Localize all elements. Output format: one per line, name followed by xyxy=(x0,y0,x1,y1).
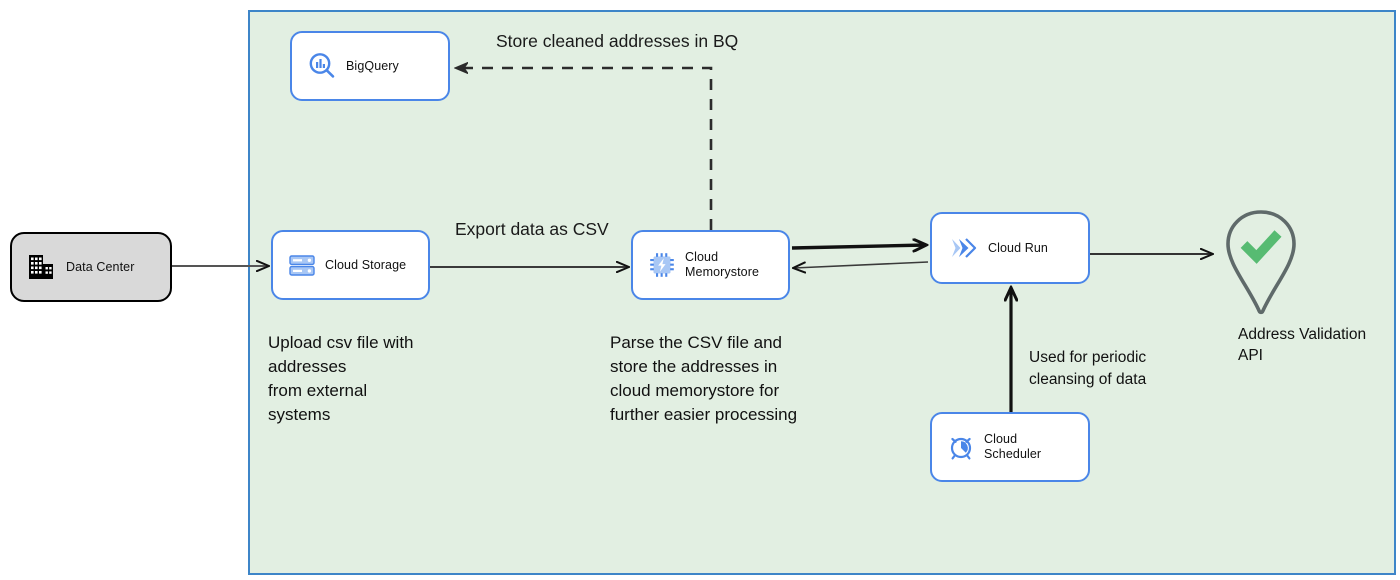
node-address-validation-api[interactable] xyxy=(1218,208,1304,318)
node-cloud-memorystore[interactable]: Cloud Memorystore xyxy=(631,230,790,300)
map-pin-check-icon xyxy=(1218,208,1304,318)
node-cloud-scheduler[interactable]: Cloud Scheduler xyxy=(930,412,1090,482)
cloud-scheduler-icon xyxy=(946,432,976,462)
edge-label-export-csv: Export data as CSV xyxy=(455,219,609,239)
node-label-data-center: Data Center xyxy=(66,259,135,274)
node-label-cloud-scheduler: Cloud Scheduler xyxy=(984,432,1042,461)
node-label-cloud-run: Cloud Run xyxy=(988,240,1048,255)
node-label-cloud-storage: Cloud Storage xyxy=(325,257,407,272)
node-bigquery[interactable]: BigQuery xyxy=(290,31,450,101)
node-data-center[interactable]: Data Center xyxy=(10,232,172,302)
google-cloud-zone xyxy=(248,10,1396,575)
bigquery-icon xyxy=(306,50,338,82)
edge-label-store-in-bq: Store cleaned addresses in BQ xyxy=(496,31,739,51)
edge-memorystore-to-cloud-run xyxy=(791,245,926,248)
note-parse-csv: Parse the CSV file and store the address… xyxy=(610,333,798,425)
note-scheduler-purpose: Used for periodic cleansing of data xyxy=(1029,349,1147,388)
node-label-address-validation-api: Address Validation API xyxy=(1238,326,1367,364)
cloud-run-icon xyxy=(946,233,980,263)
edge-memorystore-to-bigquery xyxy=(456,68,713,230)
node-cloud-run[interactable]: Cloud Run xyxy=(930,212,1090,284)
node-cloud-storage[interactable]: Cloud Storage xyxy=(271,230,430,300)
data-center-icon xyxy=(24,250,58,284)
edge-cloud-run-to-memorystore xyxy=(794,261,929,268)
cloud-storage-icon xyxy=(287,250,317,280)
memorystore-icon xyxy=(647,250,677,280)
note-upload-csv: Upload csv file with addresses from exte… xyxy=(268,333,414,425)
node-label-bigquery: BigQuery xyxy=(346,58,399,73)
node-label-cloud-memorystore: Cloud Memorystore xyxy=(685,250,760,279)
